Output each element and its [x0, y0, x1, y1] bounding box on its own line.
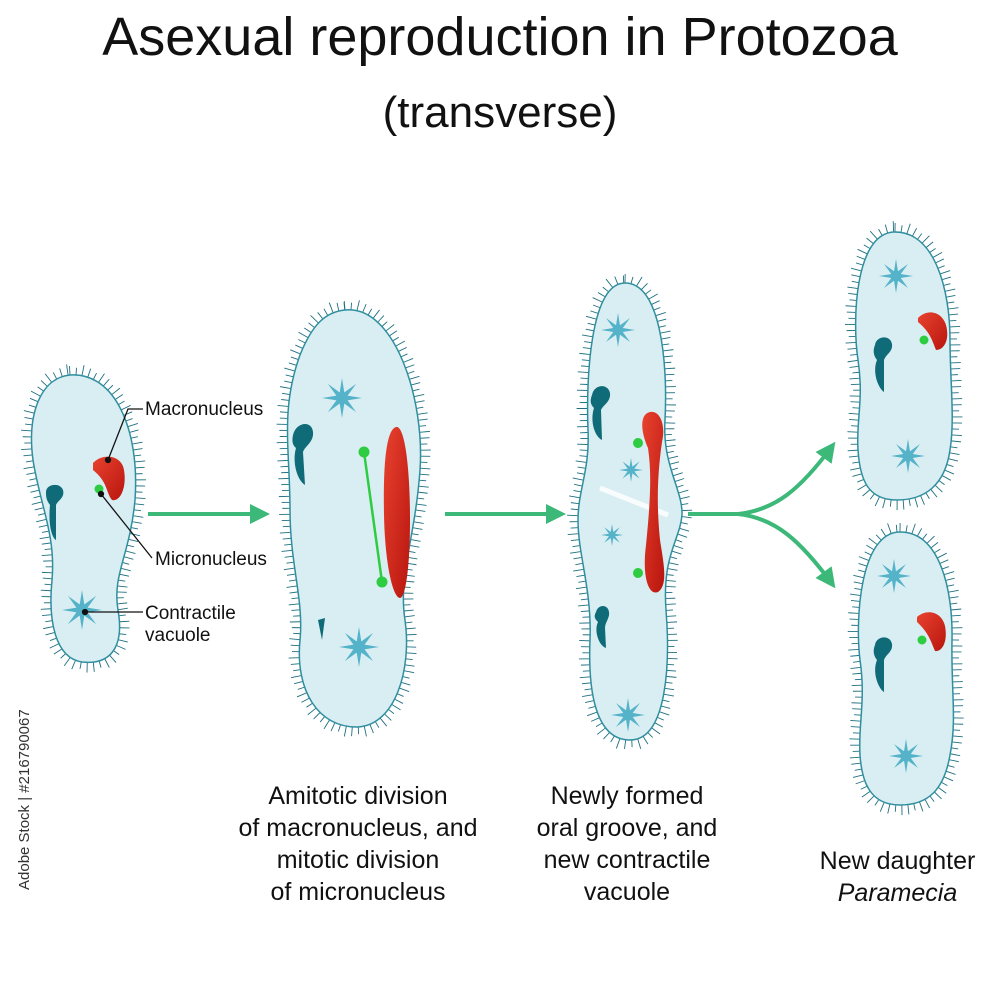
vacuole-center: [336, 392, 348, 404]
contractile-vacuole-3-stage3: [601, 524, 623, 546]
micronucleus-top-stage2: [358, 446, 370, 458]
macronucleus-stage3: [642, 411, 665, 593]
caption-stage3-line4: vacuole: [583, 878, 671, 906]
callout-micronucleus: [100, 493, 153, 559]
page-subtitle: (transverse): [382, 88, 618, 137]
contractile-vacuole-2-daughter-bottom: [889, 739, 923, 773]
cell-body-stage3: [577, 282, 683, 741]
oral-groove-bottom-stage3: [594, 606, 610, 648]
micronucleus-top-stage3: [633, 438, 643, 448]
paramecium-daughter-bottom: [847, 522, 964, 816]
micronucleus-daughter-top: [919, 335, 929, 345]
caption-stage3-line1: Newly formed: [550, 782, 704, 810]
oral-groove-stage1: [46, 484, 64, 540]
caption-stage4-line1: New daughter: [819, 847, 976, 875]
vacuole-center: [890, 270, 902, 282]
contractile-vacuole-bottom-stage2: [339, 627, 379, 667]
contractile-vacuole-4-stage3: [611, 698, 645, 732]
contractile-vacuole-stage1: [62, 590, 102, 630]
caption-stage3-line2: oral groove, and: [536, 814, 718, 842]
caption-stage3: Newly formed oral groove, and new contra…: [512, 780, 742, 908]
new-oral-groove-stage2: [318, 618, 325, 640]
oral-groove-daughter-bottom: [873, 637, 893, 692]
mitotic-spindle-stage2: [362, 451, 384, 583]
micronucleus-bottom-stage3: [633, 568, 643, 578]
cilia: [847, 522, 964, 816]
vacuole-center: [902, 450, 914, 462]
label-contractile-line1: Contractile: [145, 603, 236, 624]
caption-stage2: Amitotic division of macronucleus, and m…: [208, 780, 508, 908]
contractile-vacuole-1-daughter-bottom: [877, 559, 911, 593]
macronucleus-daughter-bottom: [917, 612, 946, 652]
label-macronucleus: Macronucleus: [145, 399, 264, 420]
vacuole-center: [622, 709, 634, 721]
vacuole-center: [353, 641, 365, 653]
micronucleus-daughter-bottom: [917, 635, 927, 645]
cilia: [276, 300, 431, 737]
callouts: [81, 408, 153, 616]
macronucleus-stage1: [93, 456, 125, 501]
cell-body-daughter-top: [854, 231, 953, 501]
vacuole-center: [888, 570, 900, 582]
label-micronucleus: Micronucleus: [155, 549, 267, 570]
contractile-vacuole-2-daughter-top: [891, 439, 925, 473]
caption-stage2-line3: mitotic division: [276, 846, 440, 874]
label-contractile-line2: vacuole: [145, 625, 211, 646]
cilia: [21, 364, 147, 673]
cilia: [844, 221, 963, 511]
vacuole-center: [608, 531, 616, 539]
contractile-vacuole-1-stage3: [601, 313, 635, 347]
macronucleus-stage2: [383, 426, 410, 598]
caption-stage4-italic: Paramecia: [837, 879, 958, 907]
cell-body-daughter-bottom: [857, 531, 955, 806]
paramecium-stage2: [276, 300, 431, 737]
cilia: [567, 273, 693, 750]
callout-dot-vacuole: [81, 608, 89, 616]
arrow-3-up: [737, 441, 836, 516]
macronucleus-daughter-top: [918, 312, 948, 350]
vacuole-center: [627, 466, 635, 474]
vacuole-center: [612, 324, 624, 336]
callout-dot-macronucleus: [104, 456, 112, 464]
contractile-vacuole-2-stage3: [619, 458, 643, 482]
caption-stage2-line1: Amitotic division: [268, 782, 448, 810]
micronucleus-bottom-stage2: [376, 576, 388, 588]
callout-dot-micronucleus: [97, 490, 105, 498]
caption-stage2-line2: of macronucleus, and: [238, 814, 478, 842]
oral-groove-top-stage3: [590, 386, 611, 440]
caption-stage2-line4: of micronucleus: [270, 878, 446, 906]
stock-watermark: Adobe Stock | #216790067: [16, 709, 33, 890]
oral-groove-stage2: [292, 424, 314, 485]
paramecium-stage1: [21, 364, 147, 673]
callout-macronucleus: [107, 408, 143, 461]
caption-stage3-line3: new contractile: [543, 846, 711, 874]
paramecium-stage3: [567, 273, 693, 750]
contractile-vacuole-1-daughter-top: [879, 259, 913, 293]
label-contractile-vacuole: Contractile vacuole: [145, 603, 236, 647]
caption-stage4-line2: Paramecia: [800, 877, 995, 909]
contractile-vacuole-top-stage2: [322, 378, 362, 418]
cell-body-stage1: [30, 374, 137, 664]
vacuole-center: [900, 750, 912, 762]
arrow-3-down: [737, 512, 836, 589]
page-title: Asexual reproduction in Protozoa: [102, 7, 898, 67]
paramecium-daughter-top: [844, 221, 963, 511]
caption-stage4: New daughter Paramecia: [800, 845, 995, 909]
oral-groove-daughter-top: [873, 337, 893, 392]
